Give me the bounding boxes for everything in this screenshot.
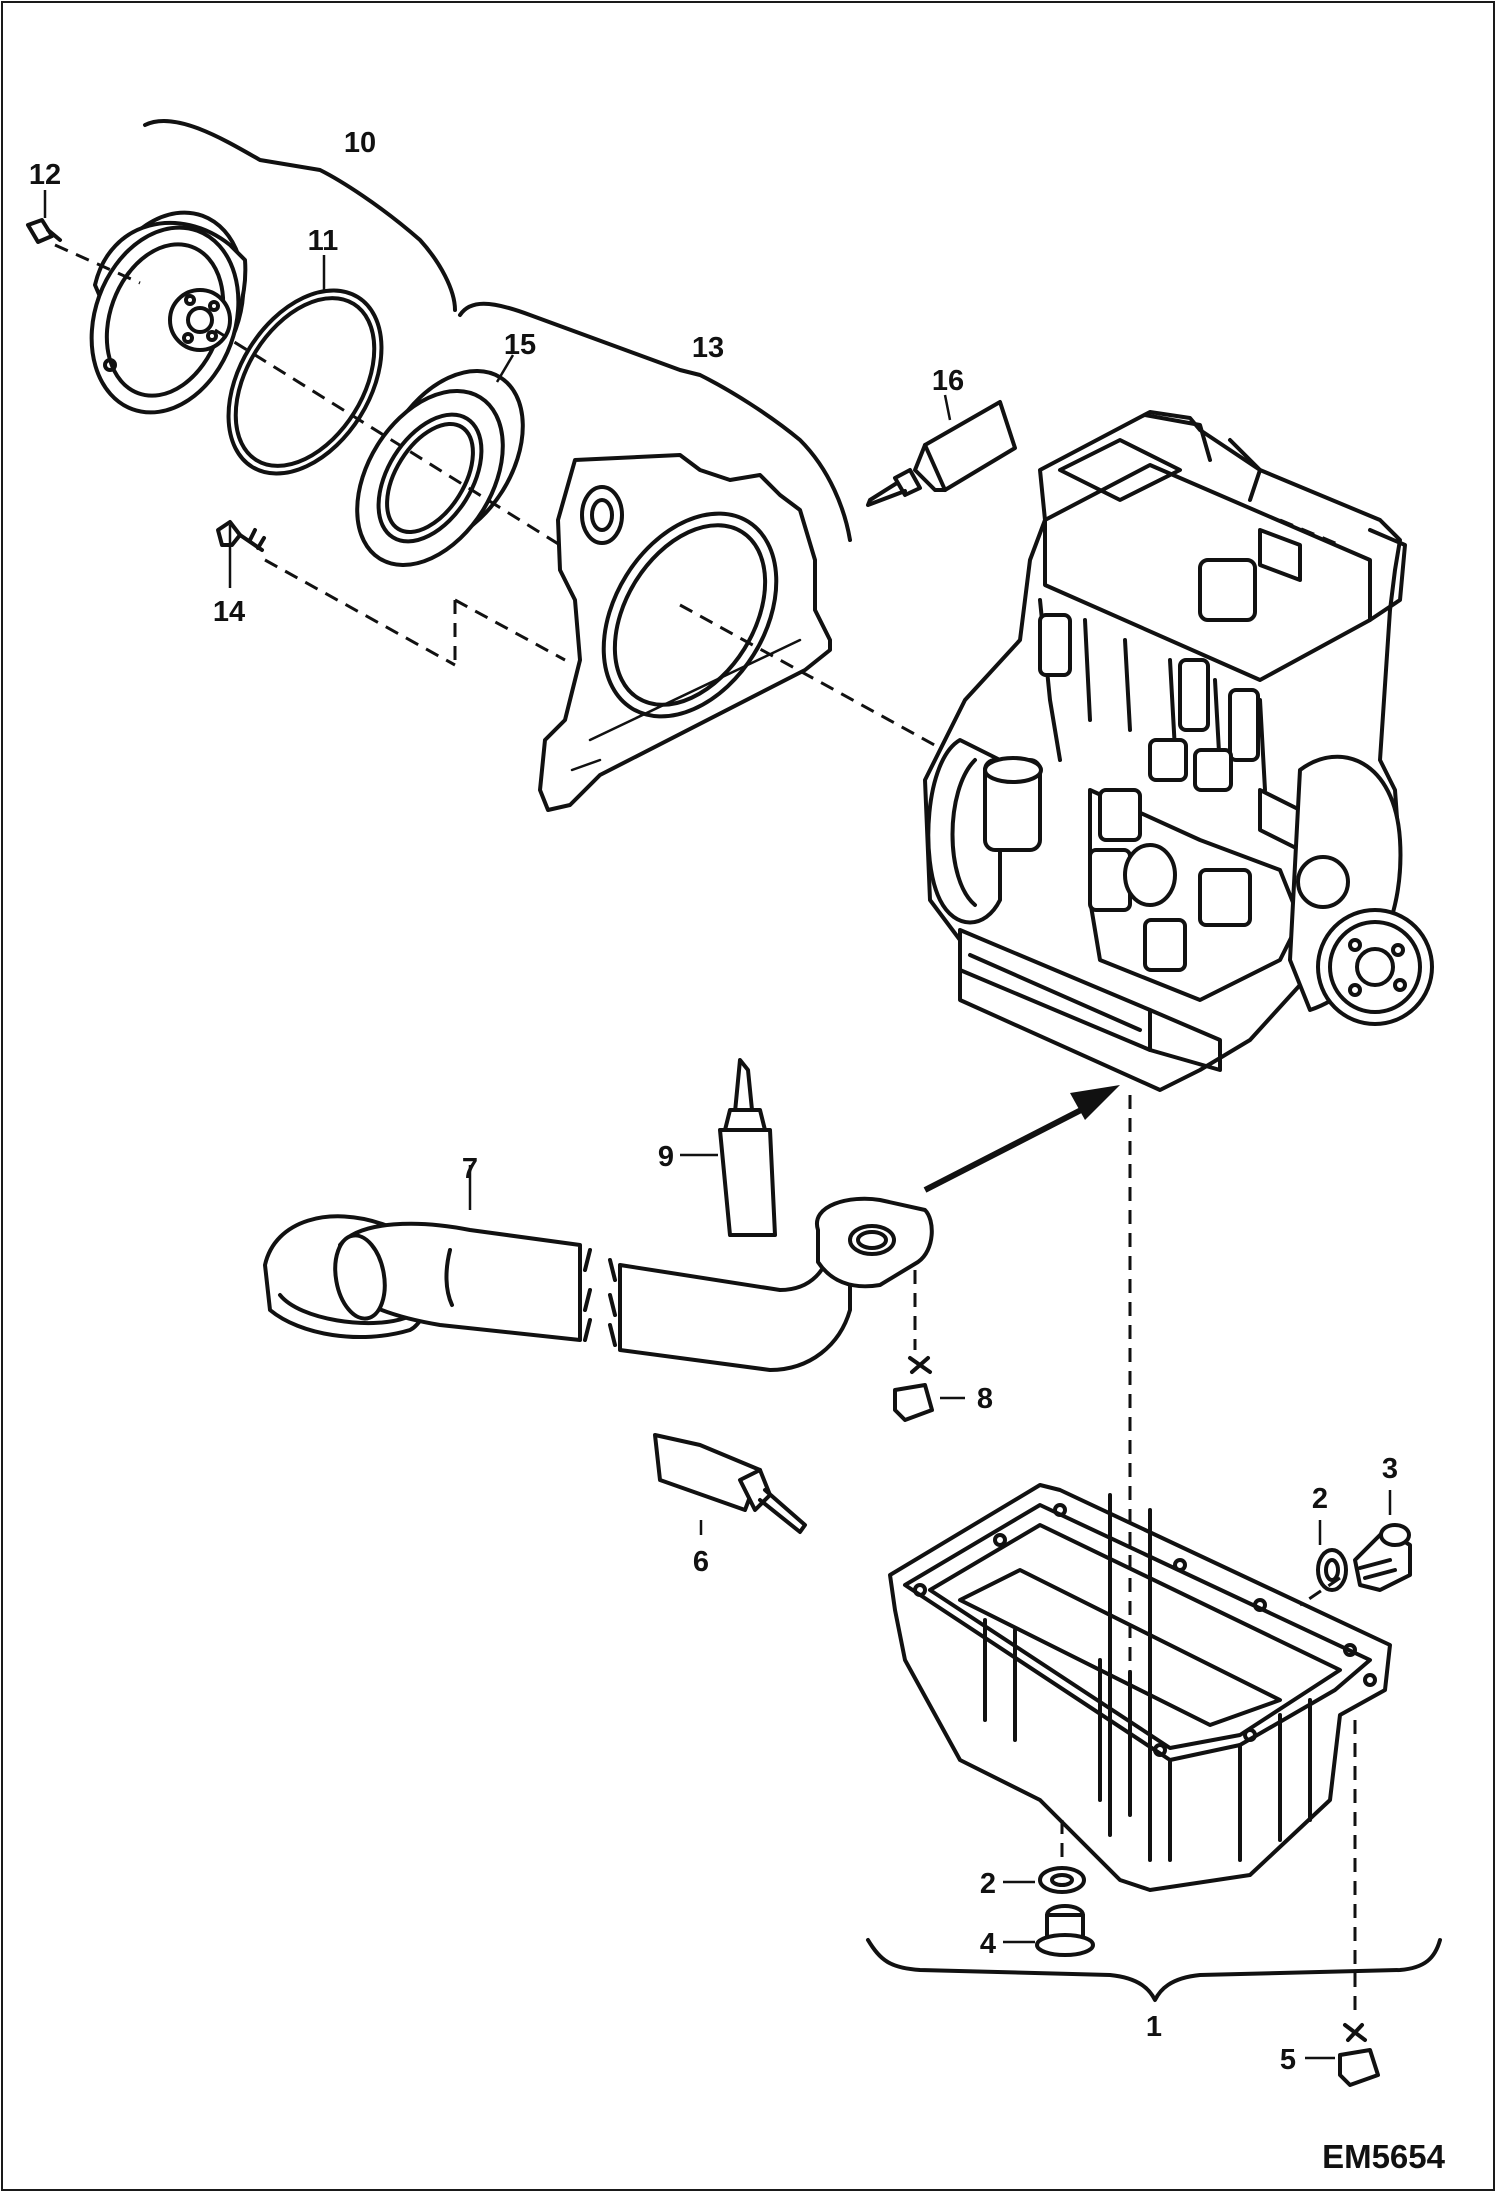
oil-seal bbox=[355, 368, 525, 568]
o-ring bbox=[226, 288, 384, 476]
bolt-12 bbox=[26, 218, 62, 244]
bolt-8 bbox=[893, 1356, 934, 1422]
callout-8: 8 bbox=[977, 1383, 993, 1415]
sealant-tube-6 bbox=[653, 1433, 807, 1534]
callout-labels: 1 2 2 3 4 5 6 7 8 9 10 11 12 13 14 15 16 bbox=[29, 127, 1398, 2076]
brace-13 bbox=[458, 301, 852, 542]
callout-11: 11 bbox=[308, 225, 339, 257]
callout-15: 15 bbox=[504, 329, 536, 361]
brace-10 bbox=[143, 118, 457, 312]
rear-cover-plate bbox=[538, 453, 832, 812]
callout-12: 12 bbox=[29, 159, 61, 191]
leader-lines bbox=[43, 190, 1392, 2060]
callout-1: 1 bbox=[1146, 2011, 1162, 2043]
callout-7: 7 bbox=[462, 1153, 478, 1185]
oil-pickup-tube bbox=[263, 1196, 934, 1372]
sealant-tube-9 bbox=[718, 1058, 777, 1237]
pan-break-lines bbox=[1108, 1493, 1152, 1862]
plug-4 bbox=[1035, 1904, 1095, 1957]
drawing-code: EM5654 bbox=[1322, 2138, 1446, 2175]
callout-3: 3 bbox=[1382, 1453, 1398, 1485]
engine-block bbox=[923, 410, 1434, 1092]
flywheel bbox=[89, 210, 248, 415]
callout-2-upper: 2 bbox=[1312, 1483, 1328, 1515]
brace-1 bbox=[866, 1938, 1442, 2002]
callout-2-lower: 2 bbox=[980, 1868, 996, 1900]
callout-6: 6 bbox=[693, 1546, 709, 1578]
assembly-arrow bbox=[923, 1085, 1120, 1193]
oil-pan bbox=[888, 1483, 1392, 1892]
sealant-tube-16 bbox=[866, 400, 1017, 507]
washer-2-lower bbox=[1038, 1866, 1086, 1894]
callout-14: 14 bbox=[213, 596, 245, 628]
callout-16: 16 bbox=[932, 365, 964, 397]
bolt-5 bbox=[1338, 2023, 1380, 2087]
callout-10: 10 bbox=[344, 127, 376, 159]
bolt-14 bbox=[216, 520, 266, 552]
plug-3 bbox=[1353, 1523, 1412, 1592]
callout-13: 13 bbox=[692, 332, 724, 364]
assembly-lines bbox=[54, 243, 1357, 2015]
callout-4: 4 bbox=[980, 1928, 996, 1960]
callout-5: 5 bbox=[1280, 2044, 1296, 2076]
callout-9: 9 bbox=[658, 1141, 674, 1173]
